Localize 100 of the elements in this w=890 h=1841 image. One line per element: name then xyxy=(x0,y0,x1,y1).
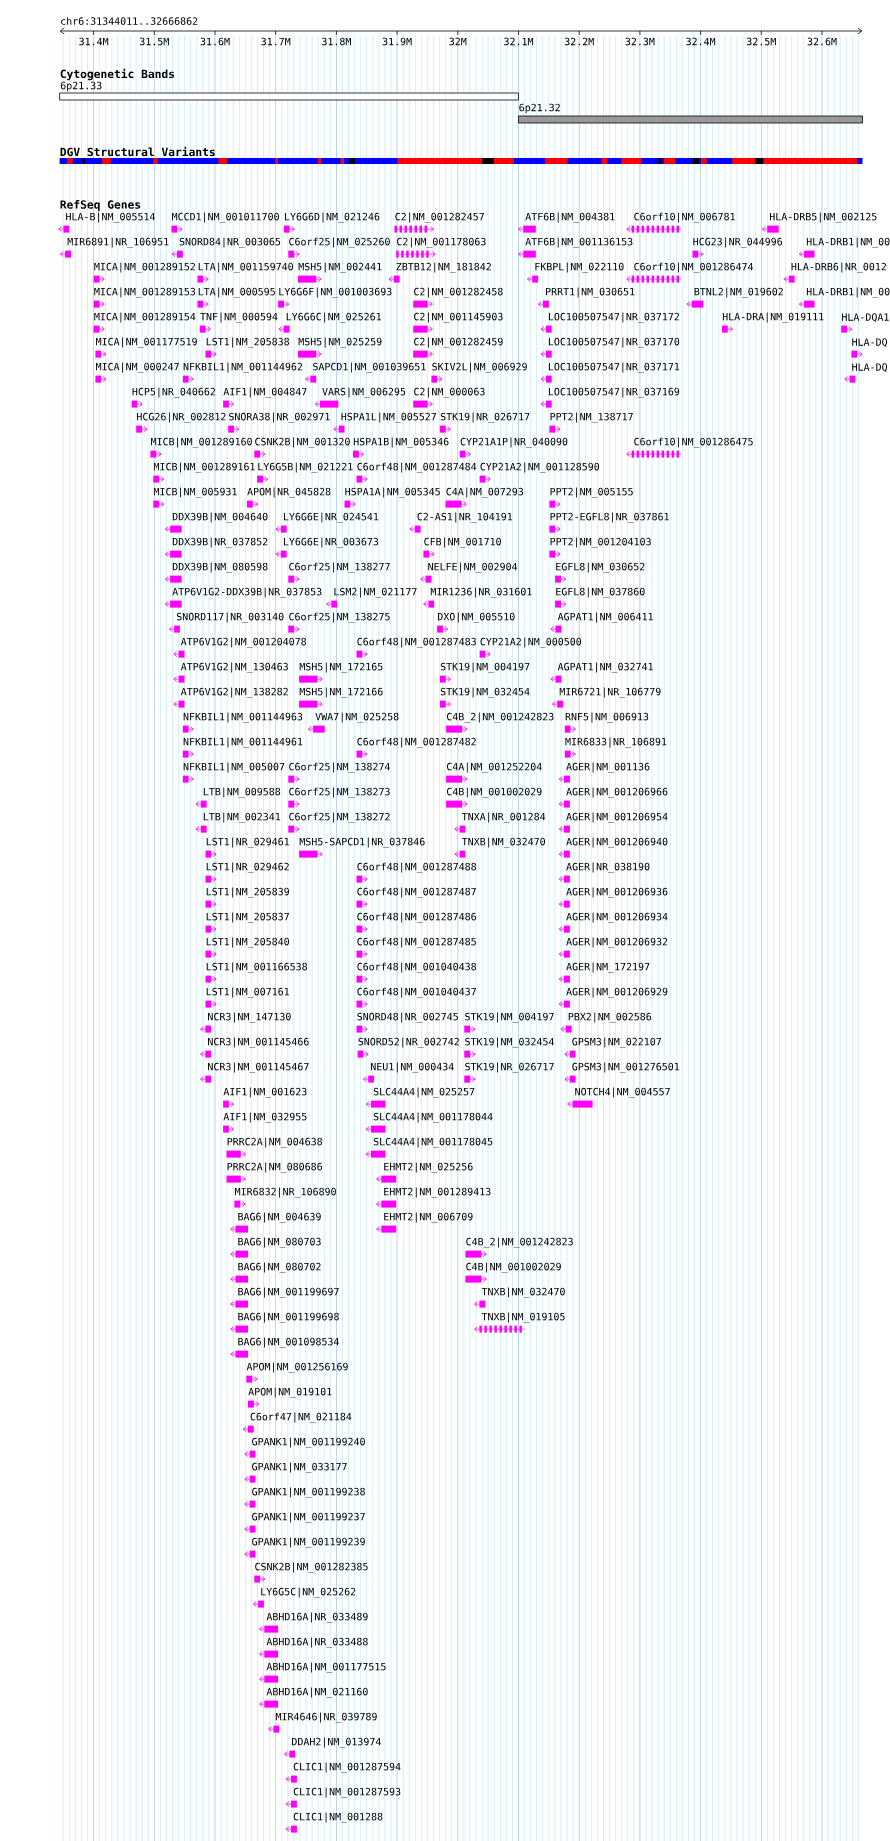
gene-label: TNXA|NR_001284 xyxy=(461,812,546,823)
gene-label: AGER|NR_038190 xyxy=(566,862,650,873)
gene-label: HLA-DQ xyxy=(852,363,887,372)
gene-label: ZBTB12|NM_181842 xyxy=(396,262,491,273)
gene-label: LY6G6C|NM_025261 xyxy=(286,312,381,323)
gene-label: LST1|NR_029462 xyxy=(206,862,289,873)
gene-label: C6orf25|NM_138272 xyxy=(289,812,390,823)
gene-label: SLC44A4|NM_025257 xyxy=(373,1087,475,1098)
track-heading: RefSeq Genes xyxy=(60,200,141,211)
gene-label: MIR6832|NR_106890 xyxy=(235,1187,336,1198)
gene-label: RNF5|NM_006913 xyxy=(565,712,649,723)
gene-label: MICB|NM_005931 xyxy=(153,487,237,498)
gene-label: BAG6|NM_080702 xyxy=(238,1262,321,1273)
gene-label: LTB|NM_002341 xyxy=(203,812,281,823)
tick-label: 31.7M xyxy=(261,37,291,46)
gene-label: VWA7|NM_025258 xyxy=(315,712,399,723)
gene-label: ABHD16A|NR_033489 xyxy=(266,1612,368,1623)
gene-label: GPANK1|NM_001199237 xyxy=(252,1512,365,1523)
gene-label: MICB|NM_001289161 xyxy=(153,462,255,473)
gene-label: NCR3|NM_001145467 xyxy=(208,1062,309,1073)
gene-label: C6orf48|NM_001040437 xyxy=(357,987,476,998)
coordinate-label: chr6:31344011..32666862 xyxy=(61,17,198,25)
gene-label: LY6G5B|NM_021221 xyxy=(258,462,353,473)
gene-label: BAG6|NM_080703 xyxy=(238,1237,321,1248)
gene-label: AIF1|NM_032955 xyxy=(223,1112,307,1123)
gene-label: HLA-DRA|NM_019111 xyxy=(722,312,824,323)
gene-label: C4B|NM_001002029 xyxy=(466,1262,561,1273)
gene-label: AGER|NM_001206966 xyxy=(566,787,668,798)
gene-label: AGER|NM_001206940 xyxy=(566,837,668,848)
gene-label: C6orf25|NM_138274 xyxy=(289,762,390,773)
gene-label: MIR4646|NR_039789 xyxy=(275,1712,377,1723)
gene-label: APOM|NM_019101 xyxy=(248,1387,332,1398)
gene-label: C6orf48|NM_001287488 xyxy=(357,862,476,873)
gene-label: ATP6V1G2|NM_001204078 xyxy=(180,637,306,648)
gene-label: C6orf48|NM_001287482 xyxy=(357,737,476,748)
gene-label: LOC100507547|NR_037170 xyxy=(548,337,680,348)
gene-label: AGER|NM_001206936 xyxy=(566,887,668,898)
gene-label: CFB|NM_001710 xyxy=(424,537,501,548)
gene-label: DDX39B|NR_037852 xyxy=(172,537,268,548)
gene-label: PPT2|NM_138717 xyxy=(550,412,633,423)
tick-label: 32.5M xyxy=(746,37,776,46)
gene-label: MSH5-SAPCD1|NR_037846 xyxy=(299,837,425,848)
gene-label: BAG6|NM_001199697 xyxy=(238,1287,339,1298)
gene-label: CSNK2B|NM_001320 xyxy=(255,437,350,448)
gene-label: AGER|NM_172197 xyxy=(566,962,650,973)
gene-label: CLIC1|NM_001287594 xyxy=(293,1762,401,1773)
gene-label: MSH5|NM_172166 xyxy=(299,687,383,698)
gene-label: FKBPL|NM_022110 xyxy=(535,262,624,273)
gene-label: HLA-DQA1 xyxy=(842,313,889,322)
gene-label: EHMT2|NM_025256 xyxy=(384,1162,473,1173)
gene-label: C2|NM_001178063 xyxy=(397,237,486,248)
gene-label: MIR6891|NR_106951 xyxy=(67,237,169,248)
gene-label: BAG6|NM_004639 xyxy=(238,1212,321,1223)
tick-label: 32.2M xyxy=(564,37,594,46)
gene-label: LTA|NM_001159740 xyxy=(198,262,293,273)
gene-label: LOC100507547|NR_037172 xyxy=(548,312,679,323)
gene-label: ATF6B|NM_001136153 xyxy=(525,237,633,248)
gene-label: NEU1|NM_000434 xyxy=(370,1062,454,1073)
gene-label: LY6G6E|NR_024541 xyxy=(283,512,379,523)
gene-label: MSH5|NM_172165 xyxy=(299,662,383,673)
gene-label: EHMT2|NM_006709 xyxy=(384,1212,473,1223)
gene-label: ABHD16A|NR_033488 xyxy=(266,1637,368,1648)
gene-label: AGER|NM_001206932 xyxy=(566,937,668,948)
gene-label: PPT2|NM_005155 xyxy=(550,487,633,498)
gene-label: MICA|NM_000247 xyxy=(96,362,179,373)
gene-label: HCP5|NR_040662 xyxy=(132,387,215,398)
gene-label: LST1|NR_029461 xyxy=(206,837,289,848)
gene-label: SAPCD1|NM_001039651 xyxy=(313,362,426,373)
gene-label: C6orf10|NM_006781 xyxy=(634,212,735,223)
tick-label: 32.4M xyxy=(686,37,716,46)
gene-label: EGFL8|NM_037860 xyxy=(556,587,645,598)
gene-label: NFKBIL1|NM_005007 xyxy=(183,762,285,773)
tick-label: 32.6M xyxy=(807,37,837,46)
gene-label: LSM2|NM_021177 xyxy=(334,587,417,598)
gene-label: LY6G6D|NM_021246 xyxy=(285,212,380,223)
gene-label: PRRC2A|NM_080686 xyxy=(227,1162,322,1173)
gene-label: GPANK1|NM_001199240 xyxy=(252,1437,365,1448)
gene-label: STK19|NM_004197 xyxy=(440,662,530,673)
track-heading: DGV Structural Variants xyxy=(60,146,215,157)
gene-label: VARS|NM_006295 xyxy=(322,387,406,398)
gene-label: BTNL2|NM_019602 xyxy=(694,287,783,298)
gene-label: STK19|NR_026717 xyxy=(465,1062,554,1073)
gene-label: LOC100507547|NR_037171 xyxy=(548,362,680,373)
gene-label: STK19|NM_032454 xyxy=(465,1037,554,1048)
gene-label: C6orf48|NM_001287483 xyxy=(357,637,476,648)
track-heading: Cytogenetic Bands xyxy=(60,68,175,81)
gene-label: STK19|NR_026717 xyxy=(440,412,530,423)
gene-label: LST1|NM_205837 xyxy=(206,912,289,923)
gene-label: AIF1|NM_001623 xyxy=(223,1087,307,1098)
gene-label: EGFL8|NM_030652 xyxy=(556,562,645,573)
gene-label: NCR3|NM_001145466 xyxy=(208,1037,309,1048)
gene-label: C4B|NM_001002029 xyxy=(446,787,542,798)
gene-label: LST1|NM_205840 xyxy=(206,937,289,948)
gene-label: CLIC1|NM_001288 xyxy=(293,1812,383,1823)
gene-label: LY6G6F|NM_001003693 xyxy=(279,287,392,298)
gene-label: MICA|NM_001289153 xyxy=(94,287,196,298)
gene-label: C4A|NM_007293 xyxy=(446,487,523,498)
gene-label: HLA-DQ xyxy=(852,338,887,347)
gene-label: LY6G6E|NR_003673 xyxy=(283,537,379,548)
gene-label: C6orf10|NM_001286474 xyxy=(634,262,754,273)
